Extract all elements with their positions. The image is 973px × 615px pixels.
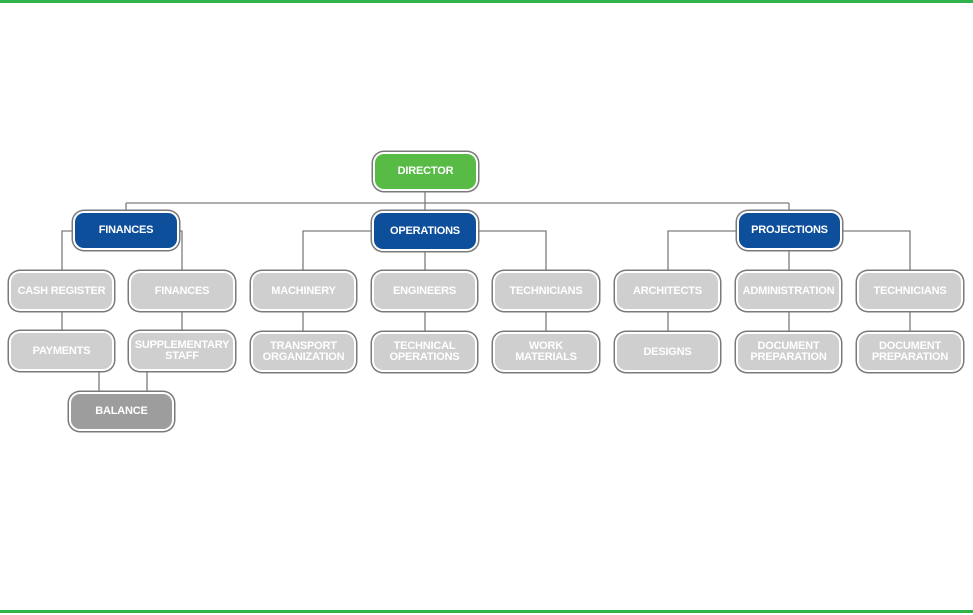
transport-organization-box: TRANSPORT ORGANIZATION: [253, 334, 354, 370]
payments-box: PAYMENTS: [11, 333, 112, 369]
technical-operations-box: TECHNICAL OPERATIONS: [374, 334, 475, 370]
connector-operations-columns: [302, 310, 547, 333]
machinery-box: MACHINERY: [253, 273, 354, 309]
connector-finances-columns: [61, 310, 183, 332]
finances-department-label: FINANCES: [98, 224, 154, 236]
document-preparation-admin-label: DOCUMENT PREPARATION: [750, 340, 827, 363]
connector-finances-branch: [61, 230, 183, 272]
document-preparation-tech-box: DOCUMENT PREPARATION: [859, 334, 961, 370]
cash-register-box: CASH REGISTER: [11, 273, 112, 309]
designs-label: DESIGNS: [643, 345, 692, 358]
top-frame-line: [0, 0, 973, 3]
projections-department-box: PROJECTIONS: [739, 213, 840, 248]
operations-technicians-box: TECHNICIANS: [495, 273, 597, 309]
machinery-label: MACHINERY: [271, 284, 336, 297]
connector-projections-branch: [667, 230, 911, 272]
architects-box: ARCHITECTS: [617, 273, 718, 309]
connector-director-bus: [125, 190, 790, 212]
cash-register-label: CASH REGISTER: [17, 284, 106, 297]
finances-unit-box: FINANCES: [131, 273, 233, 309]
bottom-frame-line: [0, 610, 973, 613]
work-materials-box: WORK MATERIALS: [495, 334, 597, 370]
balance-label: BALANCE: [95, 405, 148, 417]
technical-operations-label: TECHNICAL OPERATIONS: [389, 340, 460, 363]
operations-technicians-label: TECHNICIANS: [509, 284, 583, 297]
designs-box: DESIGNS: [617, 334, 718, 370]
finances-department-box: FINANCES: [75, 213, 177, 248]
supplementary-staff-label: SUPPLEMENTARY STAFF: [134, 339, 230, 362]
director-label: DIRECTOR: [397, 165, 454, 177]
operations-department-label: OPERATIONS: [390, 224, 460, 237]
administration-label: ADMINISTRATION: [742, 284, 835, 297]
document-preparation-admin-box: DOCUMENT PREPARATION: [738, 334, 839, 370]
connector-projections-columns: [667, 310, 911, 333]
administration-box: ADMINISTRATION: [738, 273, 839, 309]
document-preparation-tech-label: DOCUMENT PREPARATION: [871, 340, 949, 363]
engineers-box: ENGINEERS: [374, 273, 475, 309]
supplementary-staff-box: SUPPLEMENTARY STAFF: [131, 333, 233, 369]
director-box: DIRECTOR: [375, 154, 476, 189]
projections-technicians-label: TECHNICIANS: [873, 284, 947, 297]
projections-technicians-box: TECHNICIANS: [859, 273, 961, 309]
finances-unit-label: FINANCES: [154, 284, 210, 297]
work-materials-label: WORK MATERIALS: [515, 340, 577, 363]
connector-operations-branch: [302, 230, 547, 272]
operations-department-box: OPERATIONS: [374, 213, 476, 249]
transport-organization-label: TRANSPORT ORGANIZATION: [262, 340, 345, 363]
projections-department-label: PROJECTIONS: [751, 224, 828, 236]
payments-label: PAYMENTS: [32, 344, 91, 357]
balance-box: BALANCE: [71, 394, 172, 429]
engineers-label: ENGINEERS: [393, 284, 456, 297]
architects-label: ARCHITECTS: [633, 284, 702, 297]
